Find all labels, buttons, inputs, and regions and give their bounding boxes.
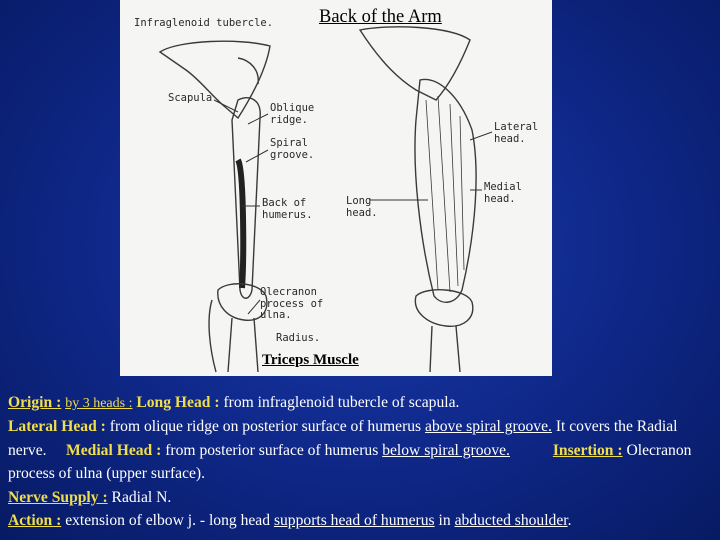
humerus-left [231, 97, 261, 299]
arrow-oblique [247, 113, 269, 125]
label-lateral-head: Lateral head. [494, 121, 539, 145]
arrow-spiral [245, 149, 269, 163]
label-olecranon-process: Olecranon process of ulna. [260, 286, 324, 321]
action-emph-1: supports head of humerus [273, 512, 435, 530]
label-spiral-groove: Spiral groove. [270, 137, 315, 161]
long-head-label: Long Head : [136, 394, 220, 411]
triceps-illustration [158, 26, 493, 373]
label-infraglenoid-tubercle: Infraglenoid tubercle. [134, 17, 274, 29]
triceps-muscle [414, 78, 477, 303]
anatomy-figure: Infraglenoid tubercle. Scapula Oblique r… [120, 0, 552, 376]
nerve-supply-text: Radial N. [111, 488, 172, 506]
lateral-head-label: Lateral Head : [8, 418, 106, 436]
label-radius: Radius. [276, 332, 321, 344]
label-scapula: Scapula [168, 92, 213, 104]
origin-heads: by 3 heads : [65, 396, 133, 411]
label-oblique-ridge: Oblique ridge. [270, 102, 315, 126]
scapula-outline-right [358, 26, 471, 101]
scapula-outline-left [158, 40, 271, 120]
action-label: Action : [8, 512, 62, 530]
medial-head-label: Medial Head : [66, 441, 162, 459]
lateral-head-text: from olique ridge on posterior surface o… [109, 418, 422, 436]
lateral-head-tail: It covers the Radial nerve. [8, 418, 678, 459]
medial-head-emph: below spiral groove. [382, 441, 510, 459]
medial-head-text: from posterior surface of humerus [165, 441, 379, 459]
label-long-head: Long head. [346, 195, 378, 219]
nerve-supply-label: Nerve Supply : [8, 488, 108, 506]
action-emph-2: abducted shoulder [454, 512, 568, 530]
arrow-olecranon [247, 299, 261, 315]
description-text: Origin : by 3 heads : Long Head : from i… [8, 391, 712, 532]
insertion-text: Olecranon process of ulna (upper surface… [8, 441, 692, 483]
arrow-scapula [213, 99, 239, 113]
label-back-of-humerus: Back of humerus. [262, 197, 313, 221]
arrow-lateral-head [469, 131, 493, 141]
lateral-head-emph: above spiral groove. [425, 418, 552, 436]
label-medial-head: Medial head. [484, 181, 522, 205]
action-text-2: in [438, 512, 451, 530]
origin-label: Origin : [8, 394, 62, 411]
insertion-label: Insertion : [552, 441, 623, 459]
long-head-text: from infraglenoid tubercle of scapula. [223, 394, 460, 411]
action-text-1: extension of elbow j. - long head [65, 512, 271, 530]
action-end: . [567, 512, 572, 530]
figure-caption: Triceps Muscle [262, 352, 359, 368]
figure-title: Back of the Arm [319, 7, 442, 27]
